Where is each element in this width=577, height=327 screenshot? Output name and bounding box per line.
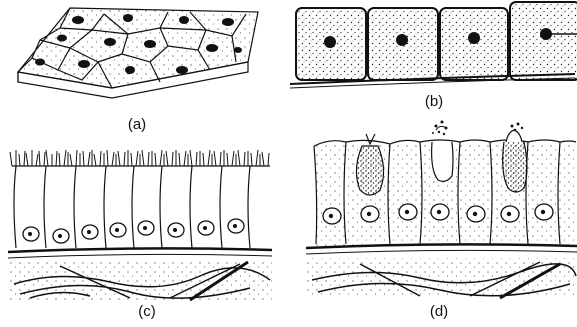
panel-d-label: (d): [430, 303, 448, 320]
panel-a-squamous-epithelium: [18, 8, 258, 98]
goblet-cell-2: [432, 142, 453, 181]
goblet-cell-3: [503, 142, 527, 192]
panel-c-ciliated-columnar-epithelium: [8, 150, 272, 300]
goblet-cell-1: [356, 146, 383, 195]
panel-a-label: (a): [128, 116, 146, 133]
panel-b-cuboidal-epithelium: [290, 2, 577, 88]
panel-d-columnar-with-goblet-cells: [306, 121, 577, 299]
panel-c-label: (c): [138, 303, 156, 320]
cilia: [10, 150, 269, 166]
panel-b-label: (b): [425, 93, 443, 110]
